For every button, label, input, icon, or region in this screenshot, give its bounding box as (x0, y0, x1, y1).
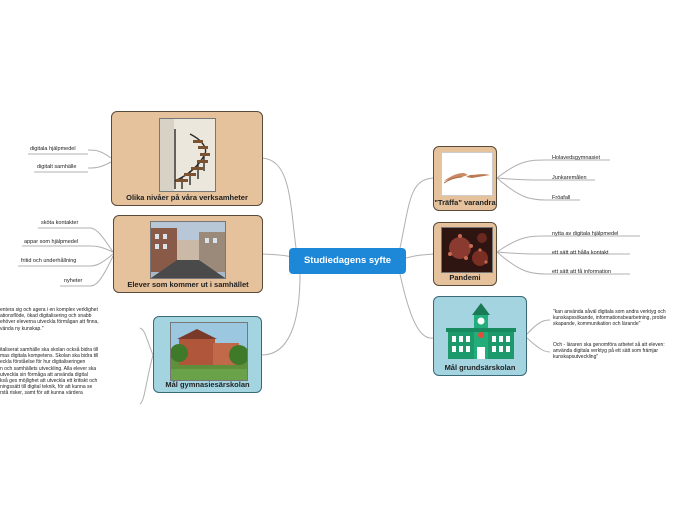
leaf-fa-information[interactable]: ett sätt att få information (552, 269, 612, 275)
topic-label: Pandemi (449, 273, 481, 282)
topic-label: Elever som kommer ut i samhället (127, 280, 249, 289)
staircase-photo (159, 118, 216, 192)
leaf-digitala-hjalpmedel[interactable]: digitala hjälpmedel (30, 146, 76, 152)
leaf-digitalt-samhalle[interactable]: digitalt samhälle (37, 164, 77, 170)
note-grund-1[interactable]: "kan använda såväl digitala som andra ve… (553, 309, 667, 328)
topic-traffa-varandra[interactable]: "Träffa" varandra (433, 146, 497, 211)
note-gymnasie-1[interactable]: entera sig och agera i en komplex verkli… (0, 307, 99, 332)
leaf-junkaremalen[interactable]: Junkaremålen (552, 175, 587, 181)
staircase-icon (160, 119, 215, 191)
handshake-icon (442, 153, 492, 195)
note-gymnasie-2[interactable]: italiserat samhälle ska skolan också bid… (0, 347, 99, 397)
note-grund-2[interactable]: Och - läraren ska genomföra arbetet så a… (553, 342, 665, 361)
school-illustration (444, 301, 518, 361)
topic-olika-nivaer[interactable]: Olika nivåer på våra verksamheter (111, 111, 263, 206)
virus-icon (442, 228, 492, 272)
topic-mal-grundsarskolan[interactable]: Mål grundsärskolan (433, 296, 527, 376)
virus-photo (441, 227, 493, 273)
leaf-nytta-digitala[interactable]: nytta av digitala hjälpmedel (552, 231, 619, 237)
street-icon (151, 222, 225, 278)
leaf-nyheter[interactable]: nyheter (64, 278, 83, 284)
leaf-appar-hjalpmedel[interactable]: appar som hjälpmedel (24, 239, 79, 245)
handshake-photo (441, 152, 493, 196)
topic-label: Mål grundsärskolan (444, 363, 516, 372)
school-building-icon (171, 323, 247, 380)
topic-label: "Träffa" varandra (434, 198, 496, 207)
school-building-photo (170, 322, 248, 381)
topic-mal-gymnasiesarskolan[interactable]: Mål gymnasiesärskolan (153, 316, 262, 393)
school-icon (446, 303, 516, 359)
street-photo (150, 221, 226, 279)
leaf-froafall[interactable]: Fröafall (552, 195, 571, 201)
topic-label: Mål gymnasiesärskolan (165, 380, 250, 389)
topic-elever-samhallet[interactable]: Elever som kommer ut i samhället (113, 215, 263, 293)
topic-pandemi[interactable]: Pandemi (433, 222, 497, 286)
leaf-fritid-underhallning[interactable]: fritid och underhållning (21, 258, 77, 264)
leaf-holavedsgymnasiet[interactable]: Holavedsgymnasiet (552, 155, 600, 161)
leaf-skota-kontakter[interactable]: sköta kontakter (41, 220, 79, 226)
central-topic[interactable]: Studiedagens syfte (289, 248, 406, 274)
leaf-halla-kontakt[interactable]: ett sätt att hålla kontakt (552, 250, 609, 256)
topic-label: Olika nivåer på våra verksamheter (126, 193, 248, 202)
